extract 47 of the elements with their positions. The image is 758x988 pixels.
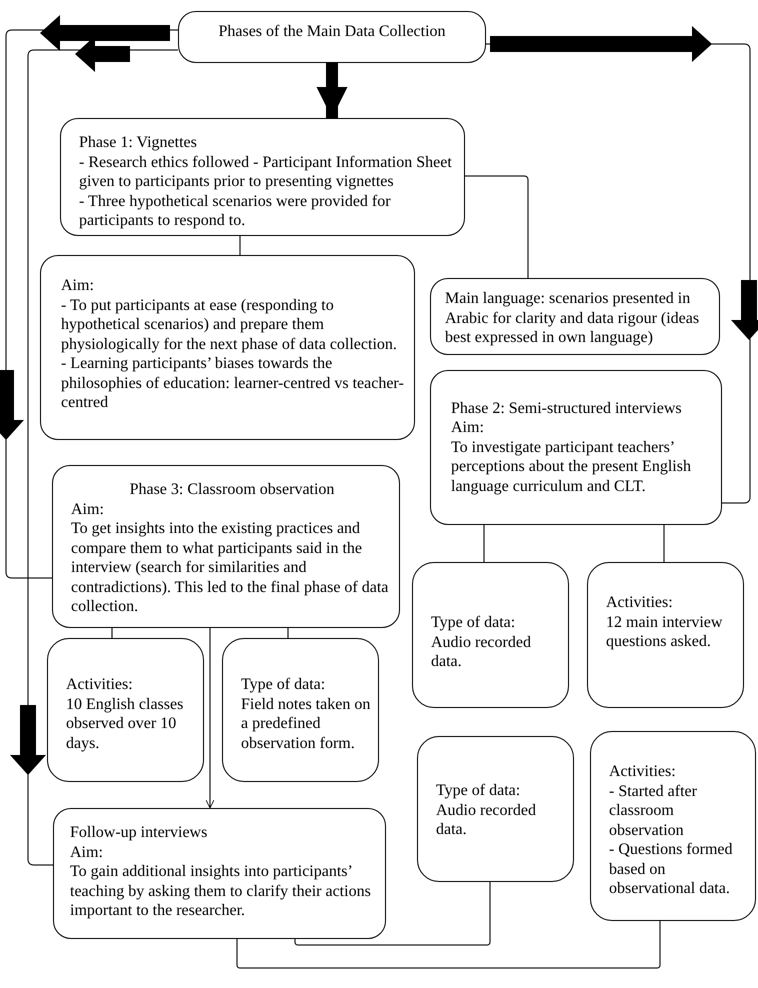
process-box — [417, 736, 574, 882]
box-text: - Learning participants’ biases towards the philosophies of education: learner-centred vs teacher-centred — [61, 354, 404, 412]
box-text: - Started after classroom observation — [609, 782, 698, 840]
box-heading: Phase 3: Classroom observation — [128, 480, 336, 500]
process-box — [412, 562, 569, 708]
box-text: To investigate participant teachers’ perceptions about the present English language curriculum and CLT. — [451, 438, 692, 496]
box-heading: Type of data: — [241, 675, 326, 694]
box-text: - Questions formed based on observational data. — [609, 840, 734, 898]
process-box — [222, 638, 379, 782]
box-text: - Research ethics followed - Participant Information Sheet given to participants prior to presenting vignettes — [79, 152, 453, 192]
box-heading: Phase 2: Semi-structured interviews — [451, 398, 683, 418]
connector-line — [464, 176, 528, 278]
box-text: 10 English classes observed over 10 days. — [66, 694, 184, 753]
box-heading: Aim: — [61, 276, 95, 296]
box-text: Aim: — [451, 418, 485, 438]
box-text: - Three hypothetical scenarios were provided for participants to respond to. — [79, 192, 392, 230]
connector-line — [236, 920, 660, 968]
process-box — [47, 638, 204, 782]
box-heading: Main language: scenarios presented in Arabic for clarity and data rigour (ideas best expressed in own language) — [445, 289, 700, 348]
process-box — [430, 370, 722, 525]
box-heading: Activities: — [66, 675, 134, 694]
box-text: - To put participants at ease (responding to hypothetical scenarios) and prepare them physiologically for the next phase of data collection. — [61, 296, 398, 354]
arrow — [206, 628, 214, 808]
box-text: Field notes taken on a predefined observation form. — [241, 694, 372, 753]
box-text: Aim: — [71, 500, 105, 519]
process-box — [430, 278, 720, 355]
box-text: 12 main interview questions asked. — [606, 612, 724, 652]
box-text: Audio recorded data. — [431, 632, 532, 672]
process-box — [40, 255, 415, 440]
process-box — [52, 465, 400, 628]
arrow — [316, 63, 348, 118]
process-box — [590, 731, 756, 921]
box-heading: Type of data: — [431, 613, 516, 632]
process-box — [53, 808, 386, 939]
process-box — [60, 118, 465, 236]
box-heading: Phases of the Main Data Collection — [217, 22, 447, 42]
box-heading: Activities: — [606, 593, 674, 612]
box-text: Aim: — [70, 842, 104, 862]
process-box — [587, 562, 744, 708]
box-text: To gain additional insights into participants’ teaching by asking them to clarify their actions important to the researcher. — [70, 862, 372, 920]
box-heading: Activities: — [609, 762, 677, 782]
box-text: Audio recorded data. — [436, 800, 537, 840]
box-heading: Type of data: — [436, 781, 522, 800]
box-text: To get insights into the existing practices and compare them to what participants said in the interview (search for similarities and contradictions). This led to the final phase of data collection. — [71, 519, 390, 616]
title-box — [178, 11, 486, 63]
box-heading: Follow-up interviews — [70, 823, 208, 842]
box-heading: Phase 1: Vignettes — [79, 133, 198, 152]
